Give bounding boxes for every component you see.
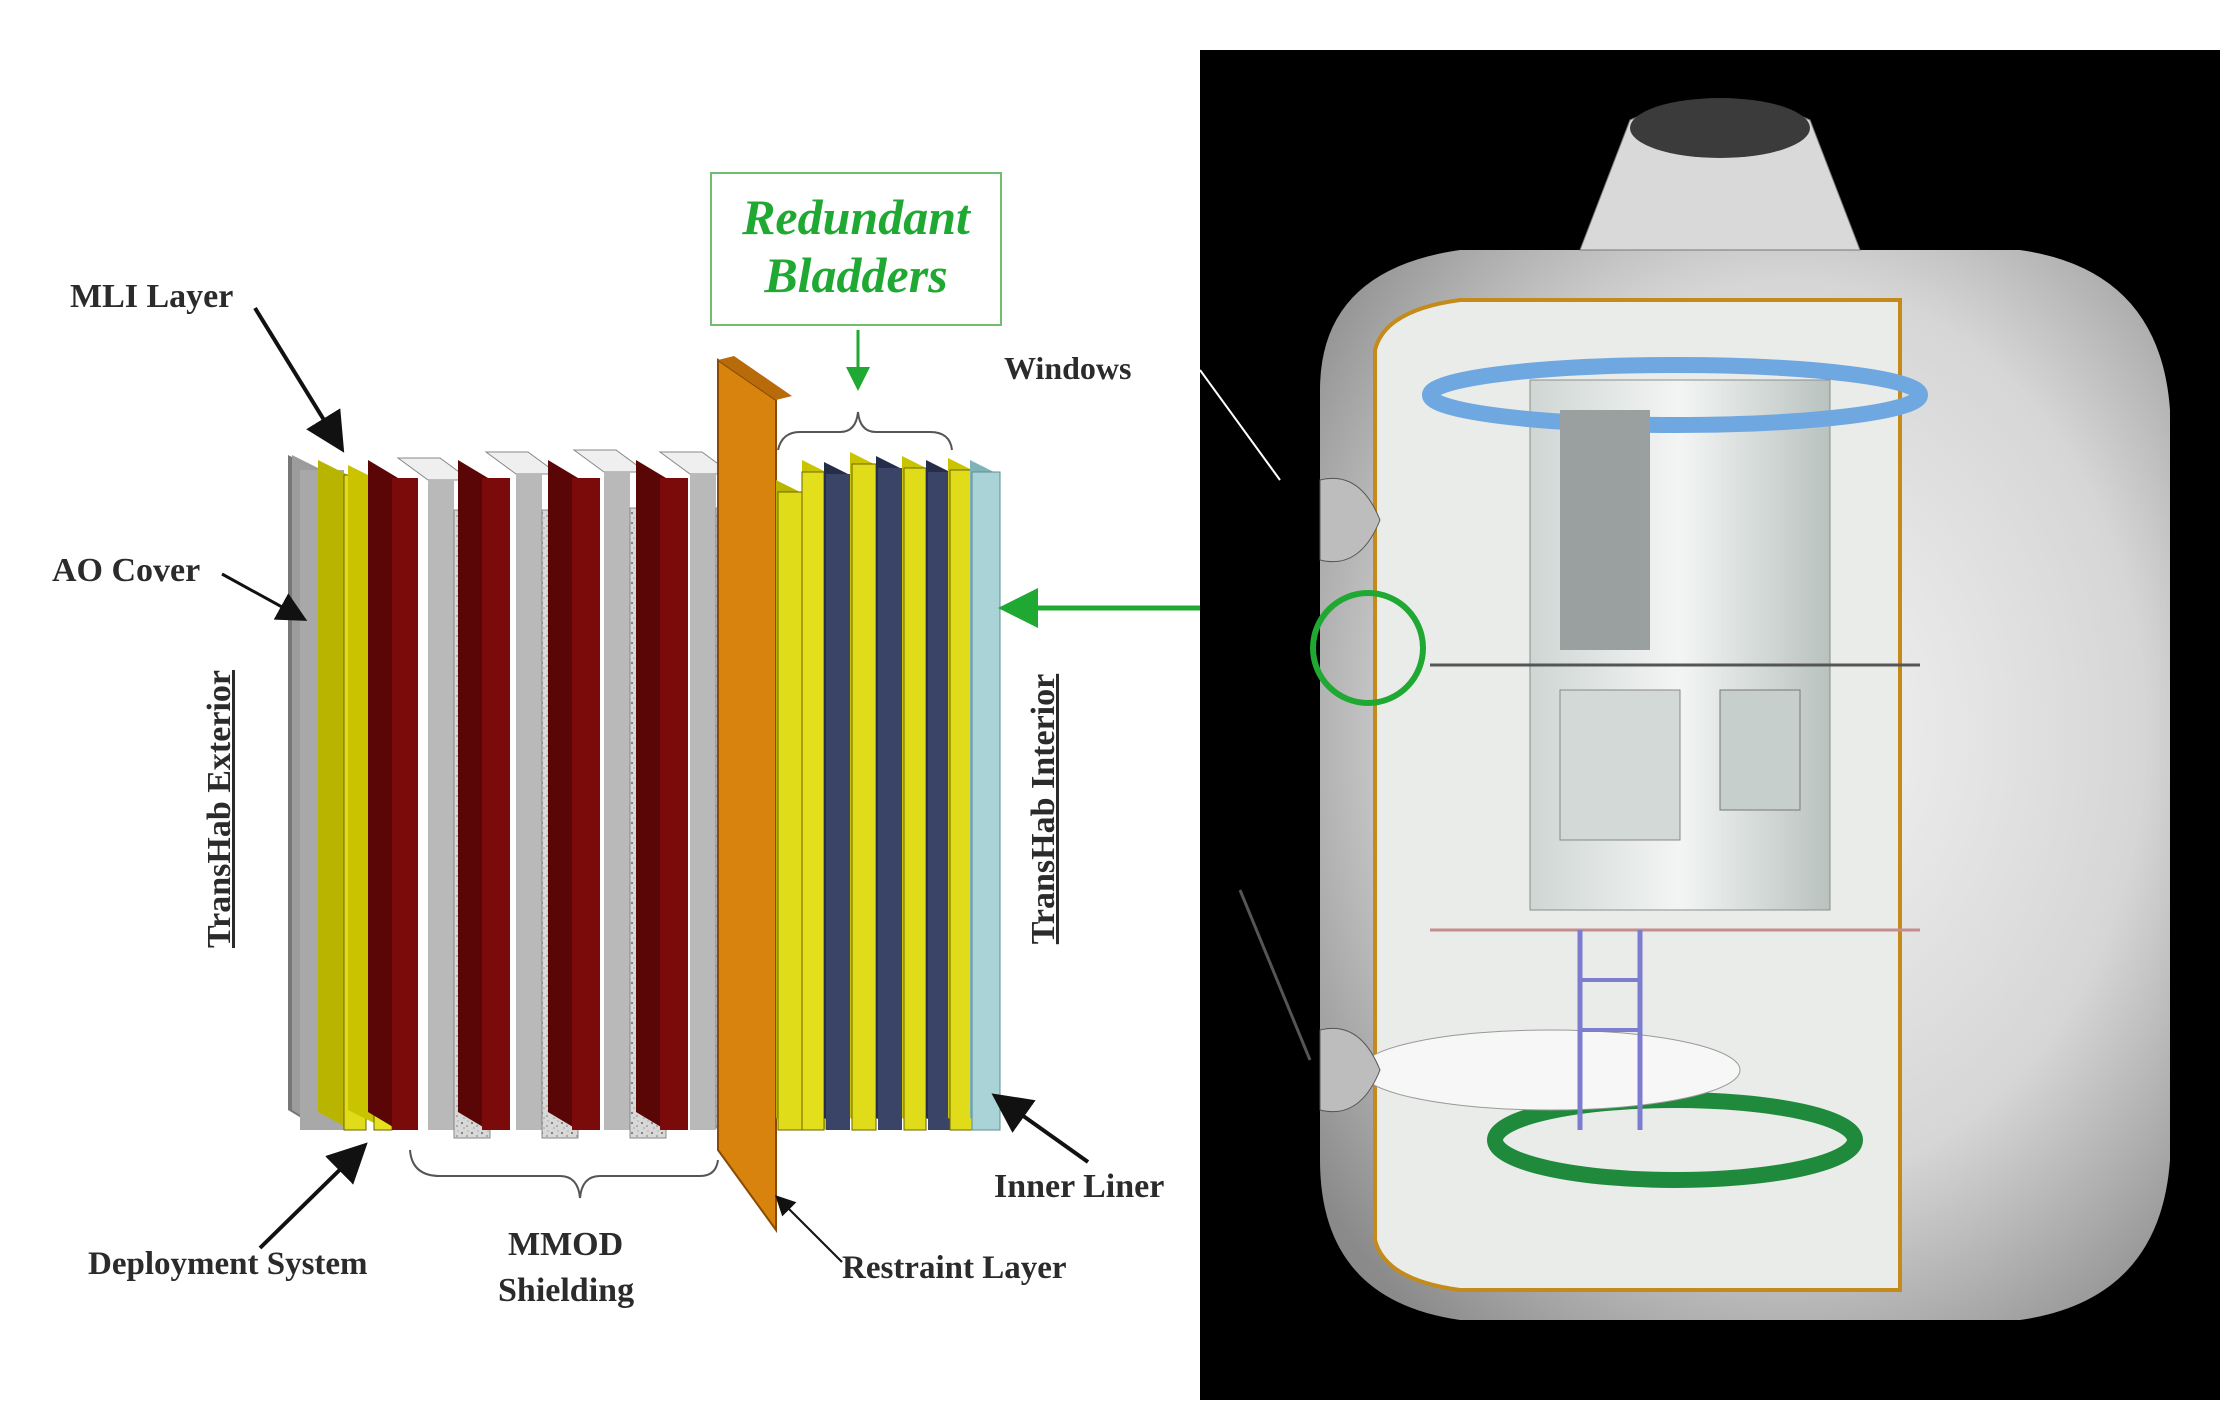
redundant-bladders-callout: Redundant Bladders <box>710 172 1002 326</box>
ao-cover-arrow <box>221 572 308 621</box>
callout-line-2: Bladders <box>764 247 948 303</box>
restraint-layer-label: Restraint Layer <box>842 1250 1067 1286</box>
mmod-shielding-stack <box>368 449 753 1139</box>
mmod-brace <box>409 1149 719 1199</box>
windows-label: Windows <box>1004 350 1132 386</box>
deployment-arrow <box>258 1142 368 1250</box>
transhab-exterior-label: TransHab Exterior <box>201 670 238 948</box>
inner-liner-label: Inner Liner <box>994 1168 1165 1205</box>
upper-ring <box>1422 357 1928 433</box>
cutaway-illustration <box>1199 98 2170 1320</box>
inner-liner-arrow <box>991 1093 1090 1164</box>
ao-cover-label: AO Cover <box>52 552 201 589</box>
bladders-brace <box>777 411 953 451</box>
detail-highlight-circle <box>1310 590 1426 706</box>
mli-layer-label: MLI Layer <box>70 278 234 315</box>
window-upper <box>1319 477 1381 563</box>
restraint-arrow <box>775 1195 843 1263</box>
transhab-interior-label: TransHab Interior <box>1025 673 1062 945</box>
transhab-cutaway-image <box>1199 50 2220 1400</box>
inner-liner-layer <box>970 460 1001 1131</box>
layer-stack-diagram <box>221 306 1200 1263</box>
window-lower <box>1319 1027 1381 1113</box>
mmod-label: MMOD <box>508 1226 624 1263</box>
table <box>1359 1029 1741 1111</box>
callout-line-1: Redundant <box>742 189 970 245</box>
restraint-layer <box>717 356 792 1234</box>
mli-arrow <box>253 306 345 453</box>
redundant-bladder-layers <box>776 452 973 1131</box>
deployment-system-label: Deployment System <box>88 1246 368 1282</box>
shielding-label: Shielding <box>498 1272 635 1309</box>
